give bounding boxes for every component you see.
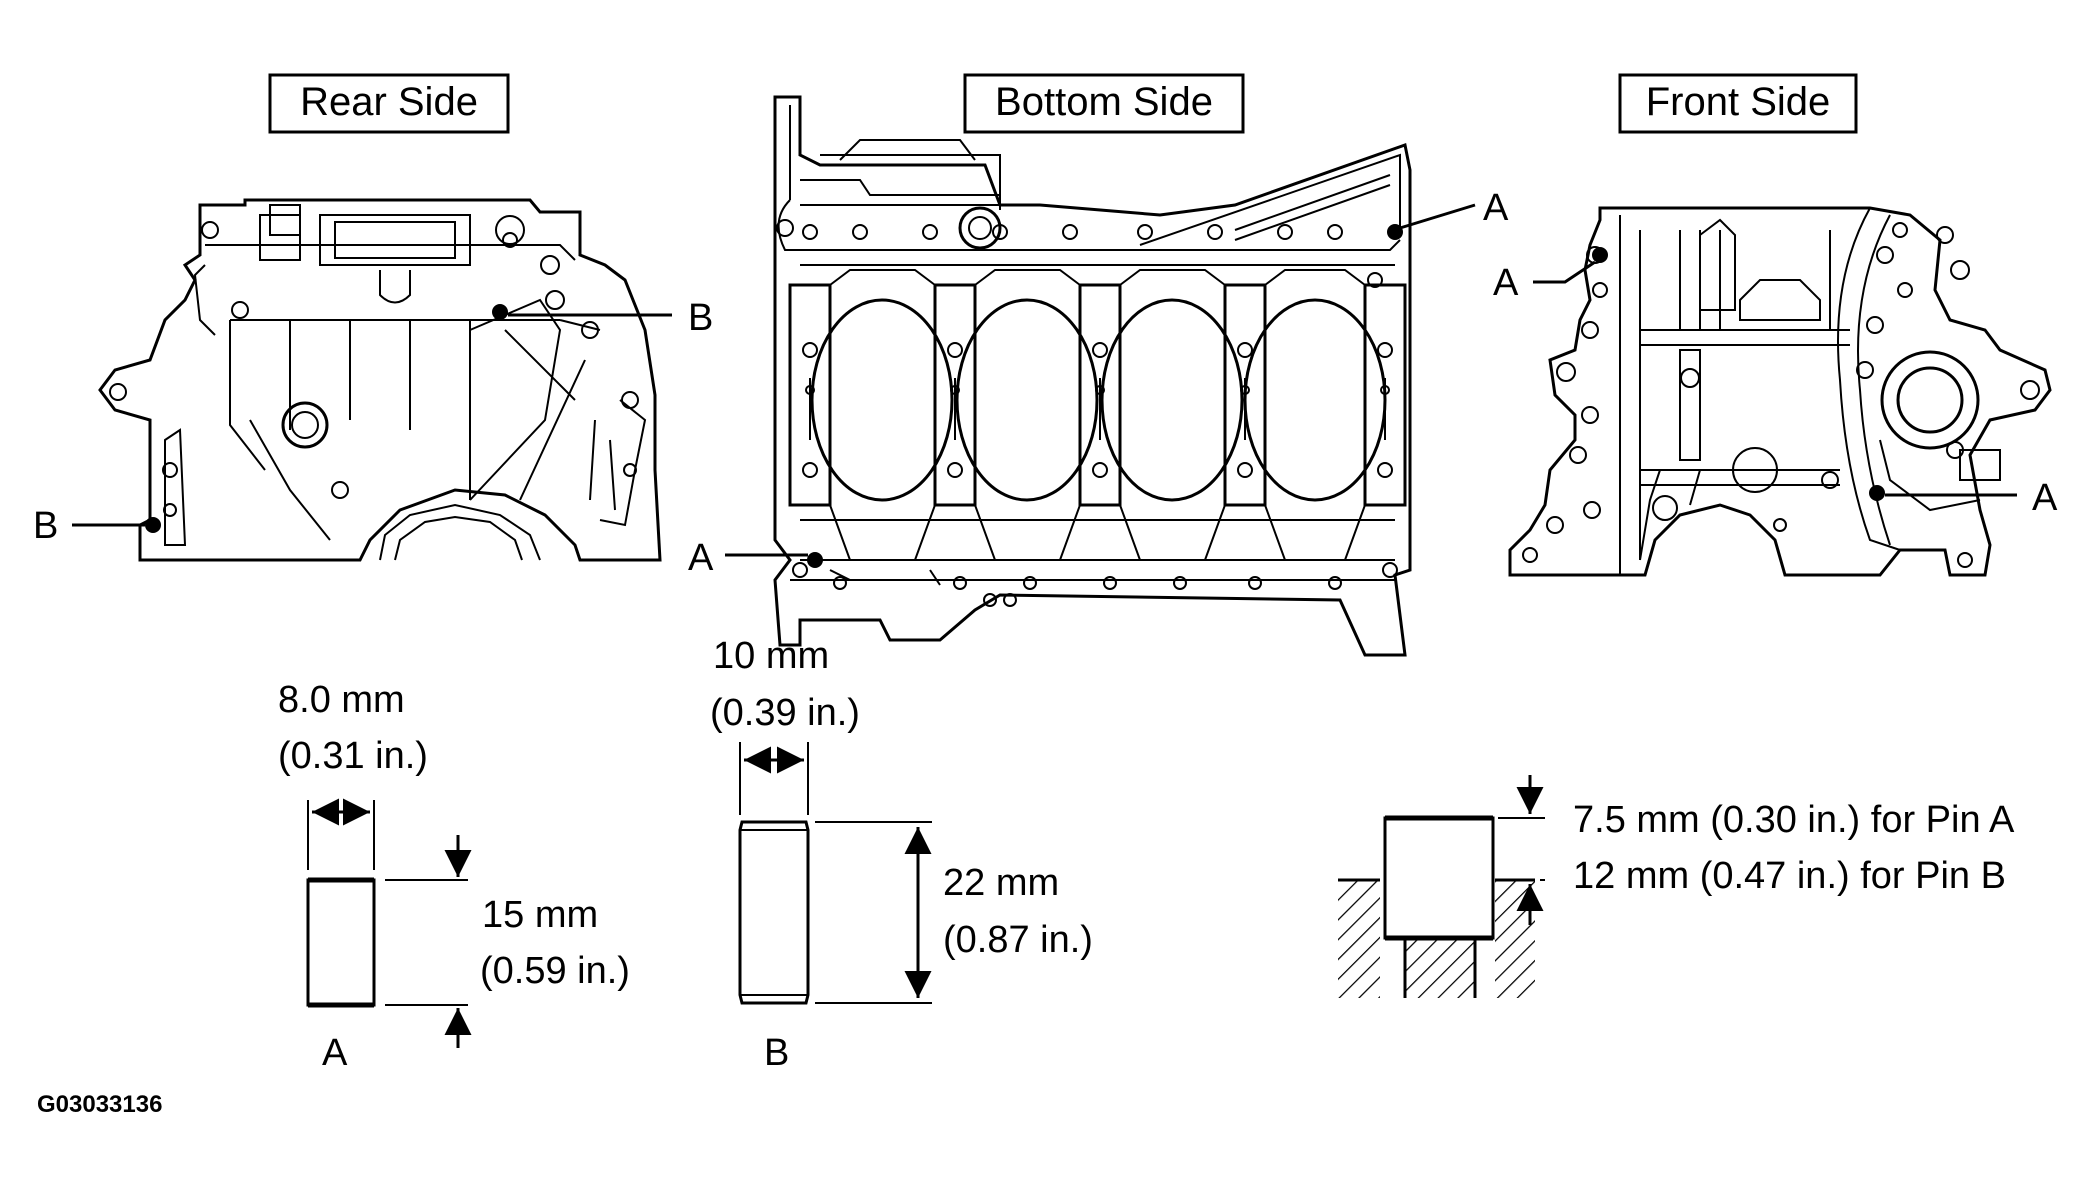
bottom-callout-a-upper-leader <box>1399 203 1476 230</box>
rear-callout-b-lower: B <box>33 505 58 547</box>
pin-a-label: A <box>322 1032 348 1074</box>
rear-pin-b-lower-dot <box>145 517 161 533</box>
pin-protrusion-detail <box>1338 775 1545 998</box>
bottom-pin-a-lower-dot <box>807 552 823 568</box>
protrusion-pin-a: 7.5 mm (0.30 in.) for Pin A <box>1573 799 2015 841</box>
front-callout-a-upper-leader <box>1533 260 1596 284</box>
pin-a-length-in: (0.59 in.) <box>480 950 630 992</box>
front-side-title-box: Front Side <box>1618 73 1858 134</box>
front-pin-a-upper-dot <box>1592 247 1608 263</box>
figure-id: G03033136 <box>37 1091 162 1118</box>
protrusion-pin-b: 12 mm (0.47 in.) for Pin B <box>1573 855 2006 897</box>
front-side-title: Front Side <box>1646 80 1831 124</box>
bottom-side-title: Bottom Side <box>995 80 1213 124</box>
front-pin-a-lower-dot <box>1869 485 1885 501</box>
front-callout-a-lower: A <box>2032 477 2058 519</box>
rear-side-title: Rear Side <box>300 80 478 124</box>
pin-b-diagram <box>738 742 932 1005</box>
bottom-side-block-drawing <box>773 95 1412 657</box>
front-side-block-drawing <box>1508 206 2052 577</box>
pin-b-diameter-in: (0.39 in.) <box>710 692 860 734</box>
bottom-pin-a-upper-dot <box>1387 224 1403 240</box>
bottom-callout-a-upper: A <box>1483 187 1509 229</box>
pin-b-label: B <box>764 1032 789 1074</box>
rail-bolt-holes <box>776 219 1398 607</box>
cylinder-bores <box>810 298 1387 502</box>
bottom-side-title-box: Bottom Side <box>963 73 1245 134</box>
rear-side-block-drawing <box>98 198 662 562</box>
pin-b-diameter-mm: 10 mm <box>713 635 829 677</box>
pin-b-length-in: (0.87 in.) <box>943 919 1093 961</box>
pin-b-length-mm: 22 mm <box>943 862 1059 904</box>
rear-side-title-box: Rear Side <box>268 73 510 134</box>
pin-a-diameter-mm: 8.0 mm <box>278 679 405 721</box>
rear-pin-b-upper-dot <box>492 304 508 320</box>
rear-callout-b-upper: B <box>688 297 713 339</box>
pin-a-diagram <box>306 798 472 1048</box>
bearing-caps <box>788 283 1407 507</box>
pin-a-length-mm: 15 mm <box>482 894 598 936</box>
pin-a-diameter-in: (0.31 in.) <box>278 735 428 777</box>
front-callout-a-upper: A <box>1493 262 1519 304</box>
bottom-callout-a-lower: A <box>688 537 714 579</box>
